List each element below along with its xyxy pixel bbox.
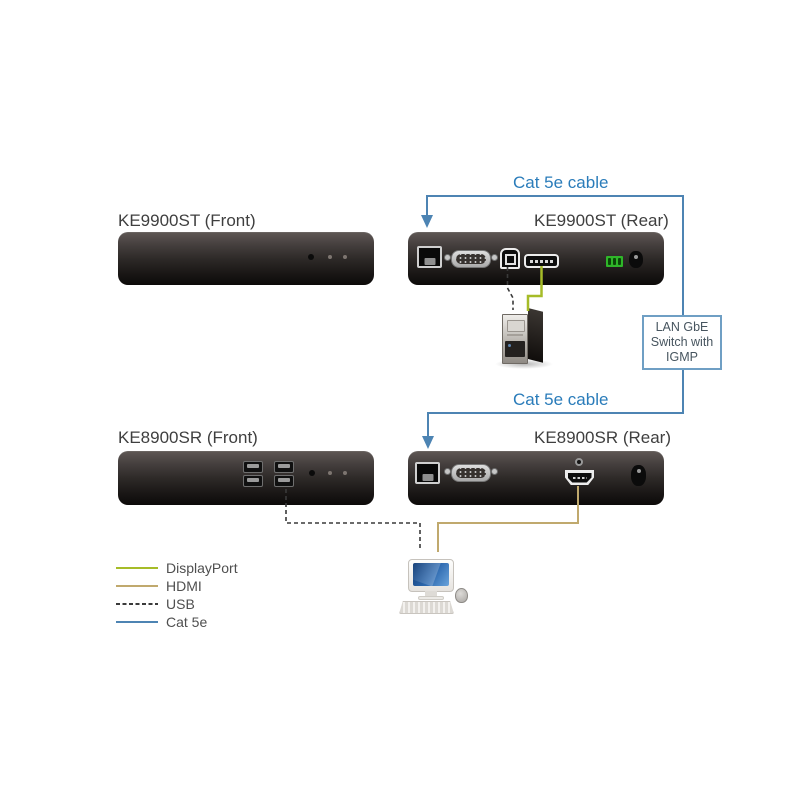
- cat5e-arrow-bottom-icon: [422, 436, 434, 449]
- monitor-icon: [408, 559, 454, 592]
- dsub-pins: [456, 254, 486, 264]
- dsub-screw-icon: [491, 468, 498, 475]
- led-indicator: [343, 255, 347, 259]
- power-jack-pin: [634, 255, 638, 259]
- label-ke8900sr-rear: KE8900SR (Rear): [534, 428, 672, 447]
- power-jack-icon: [629, 251, 643, 268]
- rj45-contact: [422, 474, 433, 481]
- label-ke8900sr-front: KE8900SR (Front): [118, 428, 258, 447]
- workstation-icon: [396, 550, 478, 616]
- legend-item-cat5e: Cat 5e: [115, 613, 238, 631]
- led-indicator: [309, 470, 315, 476]
- dsub-pins: [456, 468, 486, 478]
- label-cat5e-cable-top: Cat 5e cable: [513, 173, 609, 192]
- displayport-pins: [530, 259, 553, 263]
- pc-slot: [507, 334, 523, 336]
- device-ke9900st-rear: [408, 232, 664, 285]
- legend-item-usb: USB: [115, 595, 238, 613]
- usb-b-inner: [504, 254, 516, 265]
- label-ke9900st-rear: KE9900ST (Rear): [534, 211, 669, 230]
- usb-line-swatch: [116, 603, 158, 605]
- device-ke8900sr-rear: [408, 451, 664, 505]
- dsub-screw-icon: [491, 254, 498, 261]
- usb-tongue: [247, 464, 259, 468]
- usb-tongue: [278, 478, 290, 482]
- screen-glare: [413, 563, 442, 586]
- legend-label: USB: [166, 596, 195, 612]
- device-ke9900st-front: [118, 232, 374, 285]
- switch-box-line: IGMP: [666, 350, 698, 364]
- displayport-line-swatch: [116, 567, 158, 569]
- label-cat5e-cable-bottom: Cat 5e cable: [513, 390, 609, 409]
- hdmi-screw-icon: [575, 458, 583, 466]
- serial-db9-port-icon: [451, 250, 491, 268]
- rj45-port-icon: [415, 462, 440, 484]
- pc-front-face: [502, 314, 528, 364]
- hdmi-pins: [572, 476, 587, 479]
- lan-switch-box: LAN GbE Switch with IGMP: [642, 315, 722, 370]
- usb-b-port-icon: [500, 248, 520, 269]
- rj45-contact: [424, 258, 435, 265]
- displayport-port-icon: [524, 254, 559, 268]
- pc-drive-bay: [507, 320, 525, 332]
- terminal-hole: [608, 258, 611, 265]
- pc-shadow: [495, 359, 553, 369]
- legend-item-hdmi: HDMI: [115, 577, 238, 595]
- led-indicator: [308, 254, 314, 260]
- pc-lower-panel: [505, 341, 525, 357]
- led-indicator: [328, 255, 332, 259]
- monitor-screen: [413, 563, 449, 586]
- usb-a-ports-icon: [274, 461, 294, 488]
- legend: DisplayPort HDMI USB Cat 5e: [115, 559, 238, 631]
- hdmi-port-icon: [565, 470, 594, 485]
- usb-tongue: [278, 464, 290, 468]
- legend-label: HDMI: [166, 578, 202, 594]
- switch-box-line: LAN GbE: [655, 320, 709, 334]
- usb-a-ports-icon: [243, 461, 263, 488]
- usb-tongue: [247, 478, 259, 482]
- power-jack-pin: [636, 469, 641, 473]
- led-indicator: [343, 471, 347, 475]
- pc-power-led: [508, 344, 511, 347]
- terminal-hole: [613, 258, 616, 265]
- pc-side-face: [528, 308, 543, 363]
- switch-box-line: Switch with: [650, 335, 714, 349]
- hdmi-line-swatch: [116, 585, 158, 587]
- cat5e-arrow-top-icon: [421, 215, 433, 228]
- usb-a-port: [274, 461, 294, 473]
- device-ke8900sr-front: [118, 451, 374, 505]
- desktop-pc-icon: [495, 306, 553, 370]
- dsub-screw-icon: [444, 254, 451, 261]
- terminal-block-icon: [606, 256, 623, 267]
- usb-a-port: [243, 475, 263, 487]
- rj45-port-icon: [417, 246, 442, 268]
- usb-a-port: [243, 461, 263, 473]
- hdmi-inner: [567, 472, 592, 483]
- terminal-hole: [618, 258, 621, 265]
- mouse-icon: [455, 588, 468, 603]
- legend-item-displayport: DisplayPort: [115, 559, 238, 577]
- keyboard-icon: [399, 601, 454, 614]
- serial-db9-port-icon: [451, 464, 491, 482]
- cat5e-line-swatch: [116, 621, 158, 623]
- led-indicator: [328, 471, 332, 475]
- legend-label: DisplayPort: [166, 560, 238, 576]
- monitor-base: [418, 596, 444, 600]
- usb-a-port: [274, 475, 294, 487]
- monitor-stand: [425, 591, 437, 597]
- legend-label: Cat 5e: [166, 614, 208, 630]
- power-jack-icon: [631, 465, 646, 486]
- dsub-screw-icon: [444, 468, 451, 475]
- label-ke9900st-front: KE9900ST (Front): [118, 211, 256, 230]
